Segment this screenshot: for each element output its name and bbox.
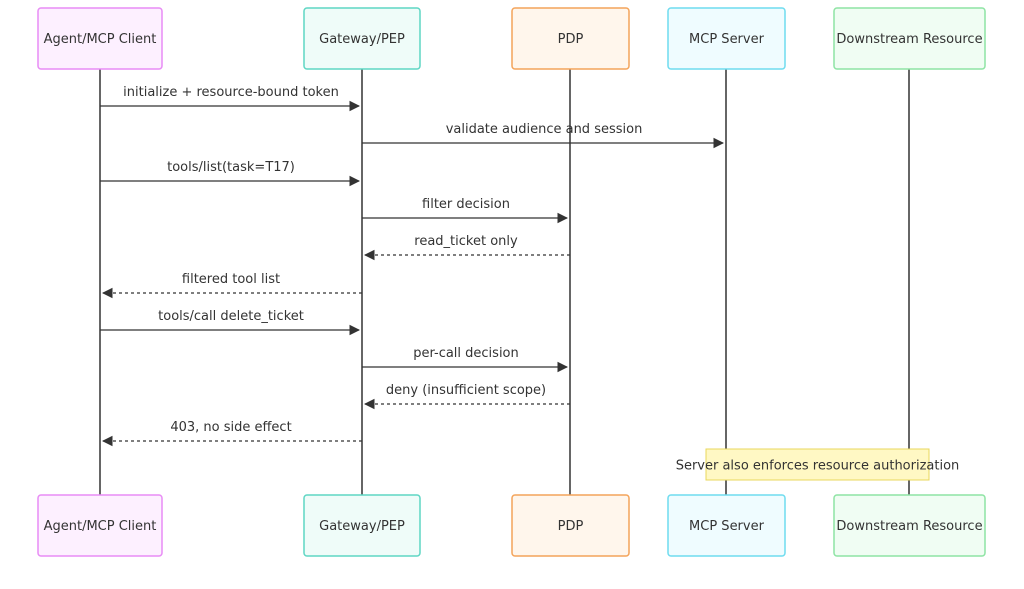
lifelines xyxy=(99,69,910,495)
participants-bottom: Agent/MCP Client Gateway/PEP PDP MCP Server… xyxy=(37,494,986,557)
participant-box xyxy=(833,494,986,557)
message-7: tools/call delete_ticket xyxy=(100,309,361,336)
participant-client-top: Agent/MCP Client xyxy=(37,7,163,70)
message-label: read_ticket only xyxy=(414,234,518,249)
participant-gateway-top: Gateway/PEP xyxy=(303,7,421,70)
note-layer: Server also enforces resource authorizat… xyxy=(676,448,960,481)
participant-label: PDP xyxy=(558,32,584,47)
participants-top: Agent/MCP Client Gateway/PEP PDP MCP Server… xyxy=(37,7,986,70)
note-box xyxy=(705,448,930,481)
participant-pdp-bottom: PDP xyxy=(511,494,630,557)
participant-gateway-bottom: Gateway/PEP xyxy=(303,494,421,557)
participant-box xyxy=(37,494,163,557)
message-3: tools/list(task=T17) xyxy=(100,160,361,187)
message-8: per-call decision xyxy=(362,346,569,373)
participant-label: MCP Server xyxy=(689,519,765,534)
participant-box xyxy=(303,7,421,70)
participant-label: Downstream Resource xyxy=(836,32,982,47)
participant-label: Agent/MCP Client xyxy=(44,32,157,47)
participant-label: Gateway/PEP xyxy=(319,519,405,534)
note-label: Server also enforces resource authorizat… xyxy=(676,459,960,474)
participant-box xyxy=(511,7,630,70)
participant-server-bottom: MCP Server xyxy=(667,494,786,557)
participant-server-top: MCP Server xyxy=(667,7,786,70)
message-9: deny (insufficient scope) xyxy=(363,383,570,410)
participant-box xyxy=(37,7,163,70)
message-10: 403, no side effect xyxy=(101,420,362,447)
participant-box xyxy=(667,7,786,70)
message-5: read_ticket only xyxy=(363,234,570,261)
participant-client-bottom: Agent/MCP Client xyxy=(37,494,163,557)
participant-label: Downstream Resource xyxy=(836,519,982,534)
participant-label: Agent/MCP Client xyxy=(44,519,157,534)
message-label: filtered tool list xyxy=(182,272,280,287)
message-1: initialize + resource-bound token xyxy=(100,85,361,112)
participant-label: Gateway/PEP xyxy=(319,32,405,47)
message-label: initialize + resource-bound token xyxy=(123,85,339,100)
participant-label: PDP xyxy=(558,519,584,534)
message-label: tools/list(task=T17) xyxy=(167,160,295,175)
participant-box xyxy=(303,494,421,557)
participant-resource-top: Downstream Resource xyxy=(833,7,986,70)
message-label: tools/call delete_ticket xyxy=(158,309,304,324)
participant-box xyxy=(833,7,986,70)
message-label: per-call decision xyxy=(413,346,519,361)
participant-pdp-top: PDP xyxy=(511,7,630,70)
message-4: filter decision xyxy=(362,197,569,224)
message-label: validate audience and session xyxy=(446,122,643,137)
message-label: 403, no side effect xyxy=(170,420,291,435)
participant-box xyxy=(511,494,630,557)
messages: initialize + resource-bound token validat… xyxy=(100,85,725,447)
message-6: filtered tool list xyxy=(101,272,362,299)
participant-label: MCP Server xyxy=(689,32,765,47)
message-label: deny (insufficient scope) xyxy=(386,383,546,398)
message-label: filter decision xyxy=(422,197,510,212)
message-2: validate audience and session xyxy=(362,122,725,149)
participant-box xyxy=(667,494,786,557)
participant-resource-bottom: Downstream Resource xyxy=(833,494,986,557)
